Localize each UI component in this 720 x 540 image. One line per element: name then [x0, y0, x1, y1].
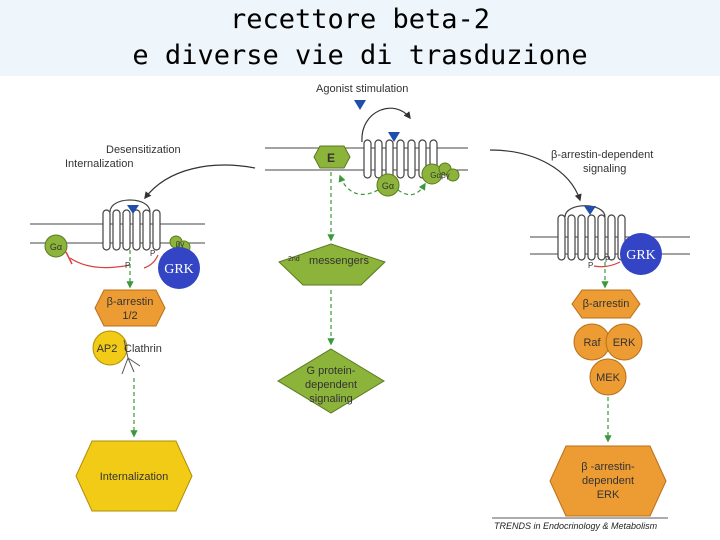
- agonist-label: Agonist stimulation: [316, 83, 408, 95]
- title-band: [0, 0, 720, 76]
- gprotein-signaling-line3: signaling: [309, 393, 352, 405]
- left-arrestin-node: [94, 289, 166, 327]
- clathrin-label: Clathrin: [124, 343, 162, 355]
- right-phospho-label: P: [605, 255, 610, 264]
- second-messengers-node: [278, 243, 386, 286]
- second-messengers-superscript: 2nd: [288, 256, 300, 263]
- page-title: recettore beta-2: [229, 4, 491, 35]
- gprotein-signaling-node: [277, 348, 385, 414]
- arrestin-signaling-label-line2: signaling: [583, 163, 626, 175]
- erk-label: ERK: [613, 337, 636, 349]
- right-phospho-link: [593, 261, 621, 268]
- effector-label: E: [327, 151, 335, 165]
- internalization-outcome-label: Internalization: [100, 471, 169, 483]
- arrestin-erk-line3: ERK: [597, 489, 620, 501]
- right-arrestin-node: [571, 289, 641, 319]
- gprotein-signaling-line2: dependent: [305, 379, 357, 391]
- left-ligand-icon: [127, 205, 139, 214]
- left-grk-label: GRK: [164, 262, 194, 277]
- arrestin-signaling-arrow: [489, 149, 582, 202]
- raf-label: Raf: [583, 337, 601, 349]
- mek-node: [589, 358, 627, 396]
- ap2-label: AP2: [97, 343, 118, 355]
- right-grk-badge: [620, 233, 662, 275]
- right-ligand-icon: [584, 206, 596, 215]
- left-phospho-link: [143, 254, 159, 269]
- left-receptor-icon: [102, 209, 161, 251]
- center-receptor-icon: [363, 139, 438, 179]
- left-phospho-label: P: [125, 261, 130, 270]
- left-arrestin-line2: 1/2: [122, 310, 137, 322]
- right-arrestin-label: β-arrestin: [583, 298, 630, 310]
- ap2-node: [92, 330, 128, 366]
- arrestin-erk-line2: dependent: [582, 475, 634, 487]
- arrestin-erk-line1: β -arrestin-: [581, 461, 635, 473]
- clathrin-icon: [121, 339, 141, 375]
- erk-node: [605, 323, 643, 361]
- second-messengers-label: messengers: [309, 255, 369, 267]
- arrestin-signaling-label-line1: β-arrestin-dependent: [551, 149, 653, 161]
- left-inhibition-line: [69, 257, 131, 269]
- source-note: TRENDS in Endocrinology & Metabolism: [494, 521, 658, 531]
- left-grk-badge: [158, 247, 200, 289]
- effector-node: [313, 145, 351, 169]
- g-dissociation-arrow: [397, 182, 426, 196]
- g-gamma-node: [446, 168, 460, 182]
- internalization-node: [75, 440, 193, 512]
- left-phospho-label: P: [150, 249, 155, 258]
- agonist-arrow: [361, 107, 411, 143]
- desensitization-arrow: [144, 164, 256, 200]
- right-grk-label: GRK: [626, 248, 656, 263]
- mek-label: MEK: [596, 372, 621, 384]
- left-inhibition-bar: [65, 251, 73, 265]
- desensitization-label: Desensitization: [106, 144, 181, 156]
- g-alpha-label: Gα: [382, 181, 394, 191]
- left-beta-gamma-label: βγ: [176, 240, 185, 249]
- arrestin-erk-node: [549, 445, 667, 517]
- right-receptor-icon: [557, 214, 626, 261]
- gprotein-signaling-line1: G protein-: [307, 365, 356, 377]
- left-arrestin-line1: β-arrestin: [107, 296, 154, 308]
- g-heterotrimer-label: Gαβγ: [430, 171, 449, 180]
- page-subtitle: e diverse vie di trasduzione: [132, 40, 588, 71]
- left-g-alpha-node: [44, 234, 68, 258]
- agonist-ligand-icon: [354, 100, 366, 110]
- left-receptor-loop: [109, 199, 151, 213]
- internalization-label: Internalization: [65, 158, 134, 170]
- right-phospho-label: P: [588, 261, 593, 270]
- agonist-ligand-icon: [388, 132, 400, 142]
- left-g-alpha-label: Gα: [50, 242, 62, 252]
- g-to-effector-arrow: [338, 174, 379, 195]
- g-alpha-node: [376, 173, 400, 197]
- right-receptor-loop: [564, 205, 606, 218]
